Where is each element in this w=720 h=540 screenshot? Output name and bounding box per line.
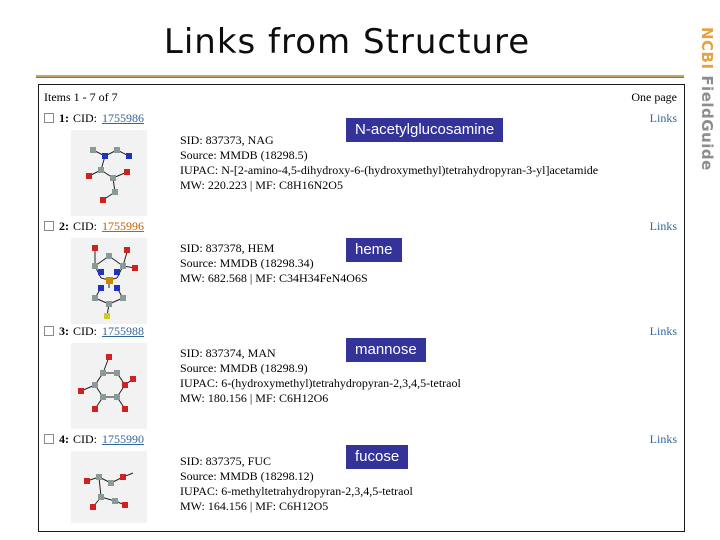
cid-link[interactable]: 1755990 [102, 431, 144, 446]
structure-thumbnail[interactable] [71, 238, 147, 324]
cid-label: CID: [73, 323, 97, 338]
sid-line: SID: 837378, HEM [180, 241, 275, 255]
record-details: SID: 837378, HEM Source: MMDB (18298.34)… [180, 241, 368, 324]
record-header: 3: CID: 1755988 Links [39, 321, 684, 339]
structure-thumbnail[interactable] [71, 343, 147, 429]
items-count: Items 1 - 7 of 7 [44, 89, 118, 104]
page-info: One page [631, 89, 677, 104]
molecule-diagram-heme [92, 245, 138, 319]
iupac-line: IUPAC: N-[2-amino-4,5-dihydroxy-6-(hydro… [180, 163, 599, 177]
record-index: 1: [59, 110, 69, 125]
source-line: Source: MMDB (18298.5) [180, 148, 308, 162]
record-checkbox[interactable] [44, 434, 54, 444]
cid-label: CID: [73, 218, 97, 233]
record-checkbox[interactable] [44, 221, 54, 231]
compound-name-badge: mannose [346, 338, 426, 362]
source-line: Source: MMDB (18298.12) [180, 469, 314, 483]
links-link[interactable]: Links [649, 431, 677, 446]
record-header: 2: CID: 1755996 Links [39, 216, 684, 234]
brand-vertical: NCBI FieldGuide [698, 27, 716, 171]
record-checkbox[interactable] [44, 326, 54, 336]
page-title: Links from Structure [163, 22, 531, 62]
cid-link[interactable]: 1755988 [102, 323, 144, 338]
mw-mf-line: MW: 220.223 | MF: C8H16N2O5 [180, 178, 343, 192]
result-record-1: 1: CID: 1755986 Links [39, 108, 684, 216]
brand-field-guide: FieldGuide [698, 75, 716, 171]
mw-mf-line: MW: 164.156 | MF: C6H12O5 [180, 499, 329, 513]
mw-mf-line: MW: 682.568 | MF: C34H34FeN4O6S [180, 271, 368, 285]
record-header: 1: CID: 1755986 Links [39, 108, 684, 126]
sid-line: SID: 837373, NAG [180, 133, 274, 147]
iupac-line: IUPAC: 6-(hydroxymethyl)tetrahydropyran-… [180, 376, 461, 390]
links-link[interactable]: Links [649, 218, 677, 233]
source-line: Source: MMDB (18298.34) [180, 256, 314, 270]
sid-line: SID: 837374, MAN [180, 346, 276, 360]
record-index: 3: [59, 323, 69, 338]
result-record-2: 2: CID: 1755996 Links [39, 216, 684, 324]
cid-link[interactable]: 1755986 [102, 110, 144, 125]
molecule-diagram-fucose [84, 472, 134, 510]
cid-label: CID: [73, 431, 97, 446]
cid-label: CID: [73, 110, 97, 125]
molecule-diagram-mannose [78, 354, 136, 412]
results-header-bar: Items 1 - 7 of 7 One page [39, 85, 684, 108]
molecule-diagram-nag [86, 147, 132, 203]
structure-thumbnail[interactable] [71, 451, 147, 523]
source-line: Source: MMDB (18298.9) [180, 361, 308, 375]
cid-link[interactable]: 1755996 [102, 218, 144, 233]
record-index: 4: [59, 431, 69, 446]
brand-ncbi: NCBI [698, 27, 716, 70]
record-index: 2: [59, 218, 69, 233]
record-checkbox[interactable] [44, 113, 54, 123]
links-link[interactable]: Links [649, 323, 677, 338]
result-record-4: 4: CID: 1755990 Links [39, 429, 684, 524]
record-header: 4: CID: 1755990 Links [39, 429, 684, 447]
structure-thumbnail[interactable] [71, 130, 147, 216]
iupac-line: IUPAC: 6-methyltetrahydropyran-2,3,4,5-t… [180, 484, 413, 498]
compound-name-badge: fucose [346, 445, 409, 469]
record-details: SID: 837375, FUC Source: MMDB (18298.12)… [180, 454, 413, 523]
results-panel: Items 1 - 7 of 7 One page 1: CID: 175598… [38, 84, 685, 532]
compound-name-badge: N-acetylglucosamine [346, 118, 504, 142]
mw-mf-line: MW: 180.156 | MF: C6H12O6 [180, 391, 329, 405]
compound-name-badge: heme [346, 238, 402, 262]
links-link[interactable]: Links [649, 110, 677, 125]
result-record-3: 3: CID: 1755988 Links [39, 321, 684, 429]
sid-line: SID: 837375, FUC [180, 454, 272, 468]
record-details: SID: 837373, NAG Source: MMDB (18298.5) … [180, 133, 598, 216]
record-details: SID: 837374, MAN Source: MMDB (18298.9) … [180, 346, 461, 429]
title-divider [36, 75, 684, 78]
